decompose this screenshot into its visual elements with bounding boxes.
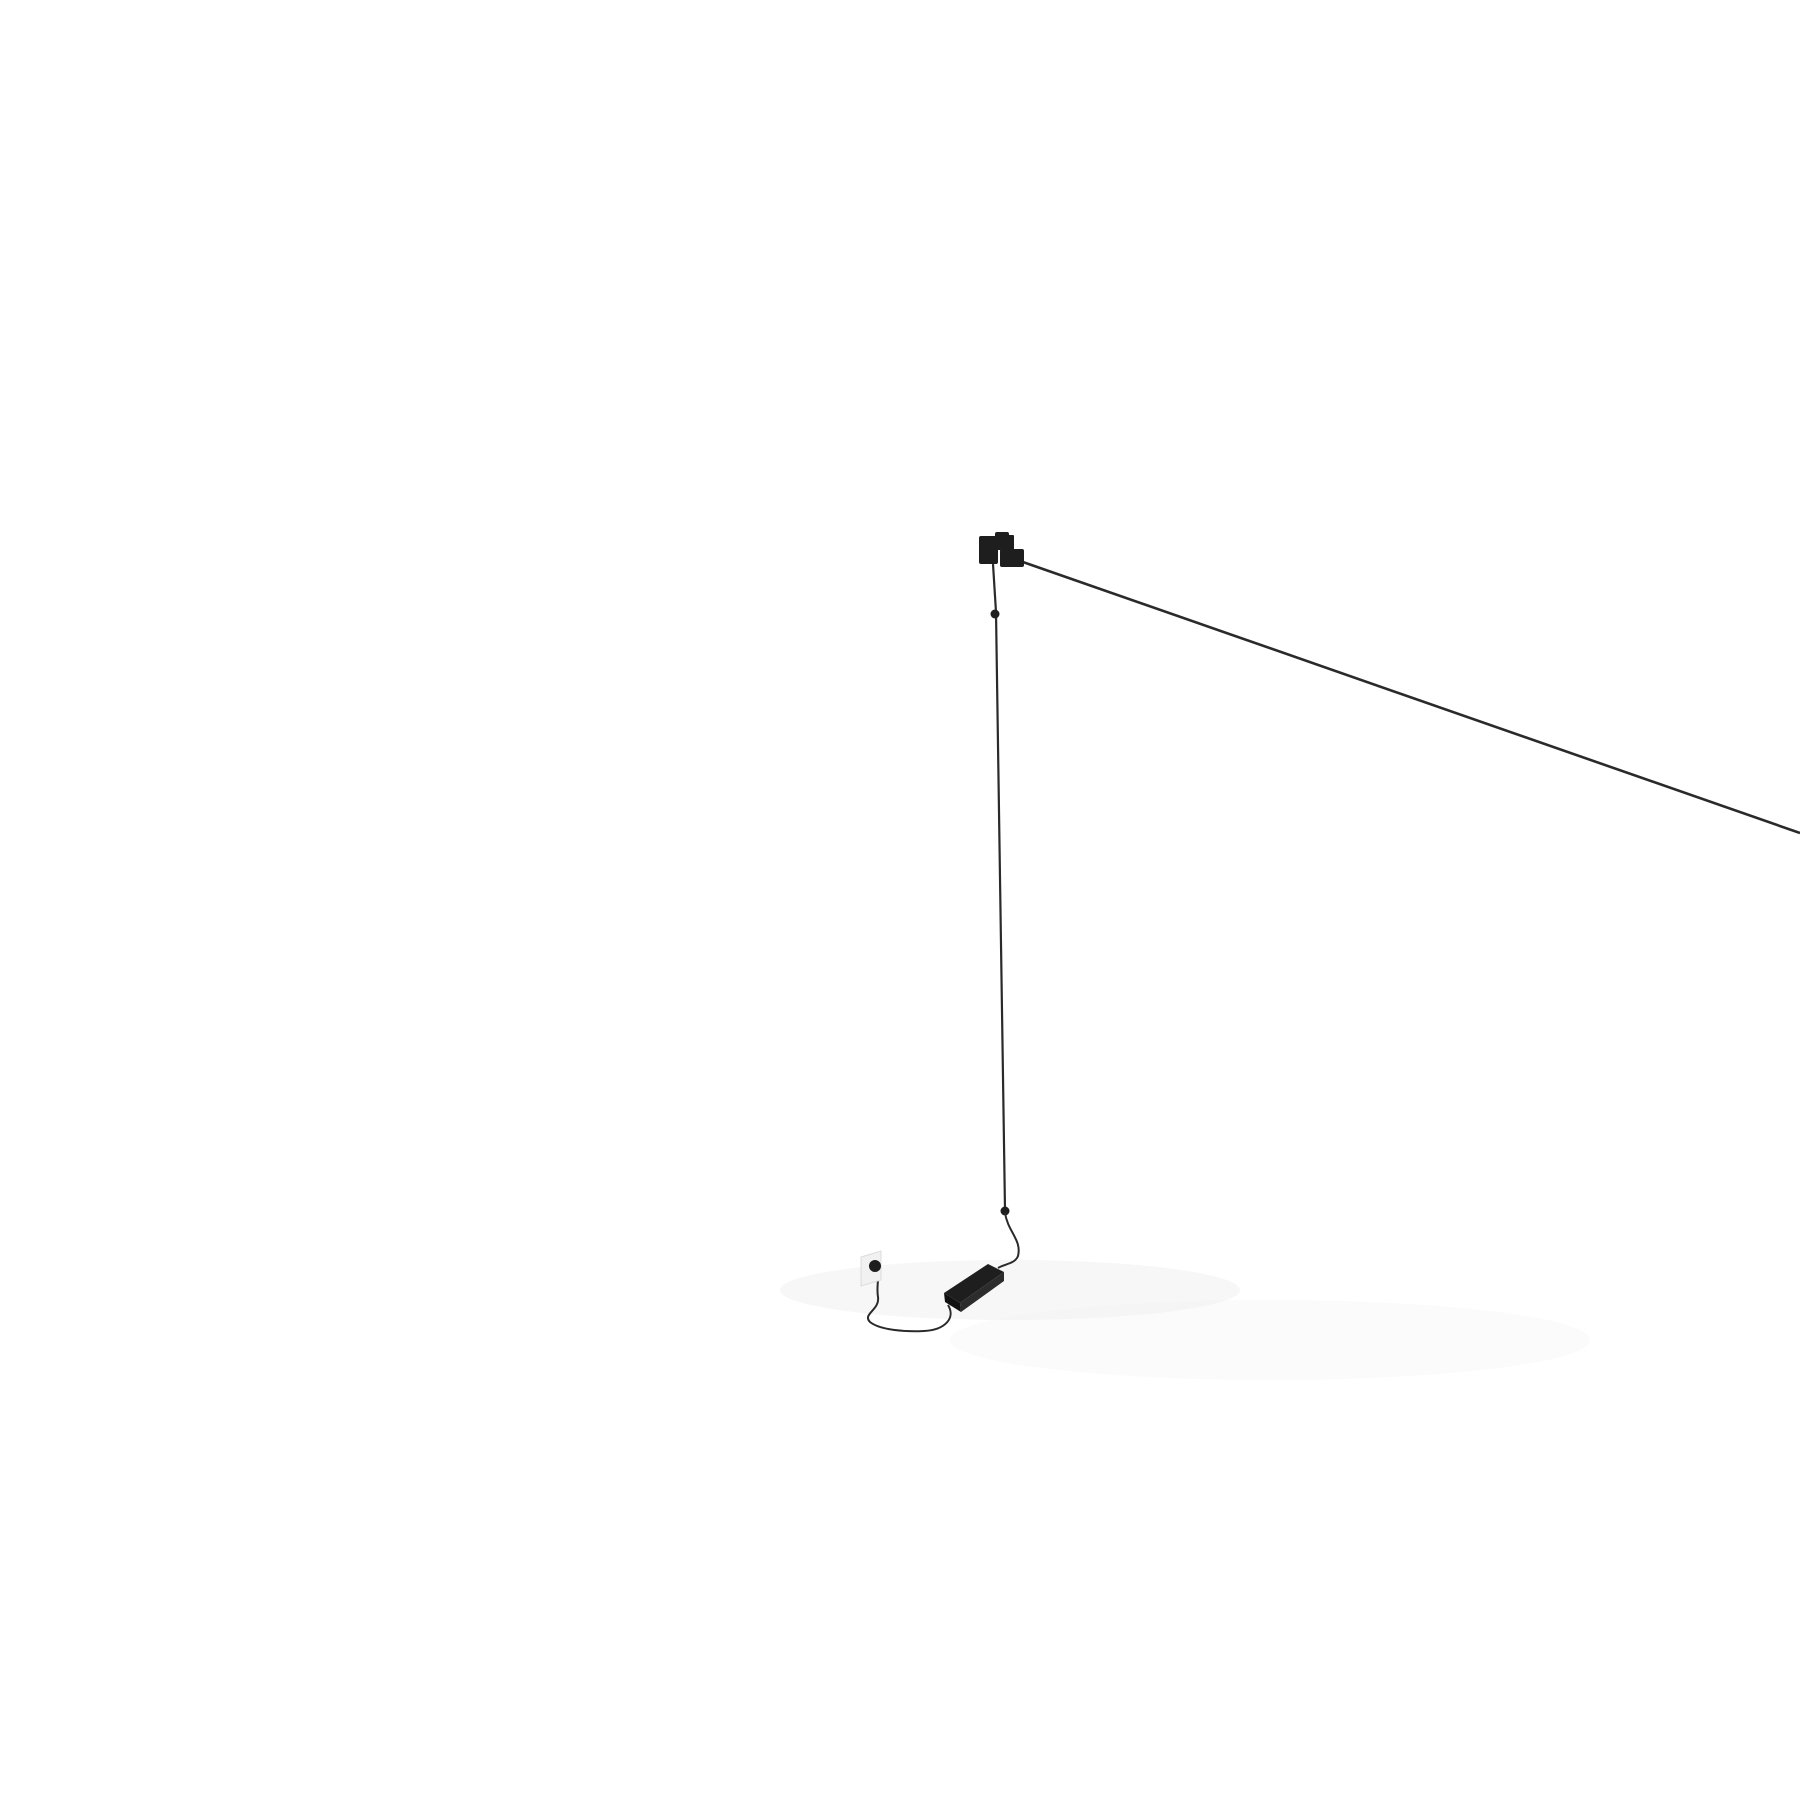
- power-driver-box: [944, 1264, 1004, 1312]
- cable-stop-upper: [990, 609, 1000, 619]
- cable-stop-lower: [1000, 1206, 1010, 1216]
- floor-shadow: [780, 1260, 1590, 1380]
- driver-input-cable: [997, 1212, 1020, 1269]
- mains-cable: [867, 1267, 952, 1333]
- suspension-cable: [1019, 559, 1800, 835]
- wall-socket: [860, 1250, 882, 1287]
- ceiling-bracket: [979, 532, 1024, 567]
- plug-icon: [869, 1260, 881, 1272]
- drop-cable: [991, 563, 1007, 1211]
